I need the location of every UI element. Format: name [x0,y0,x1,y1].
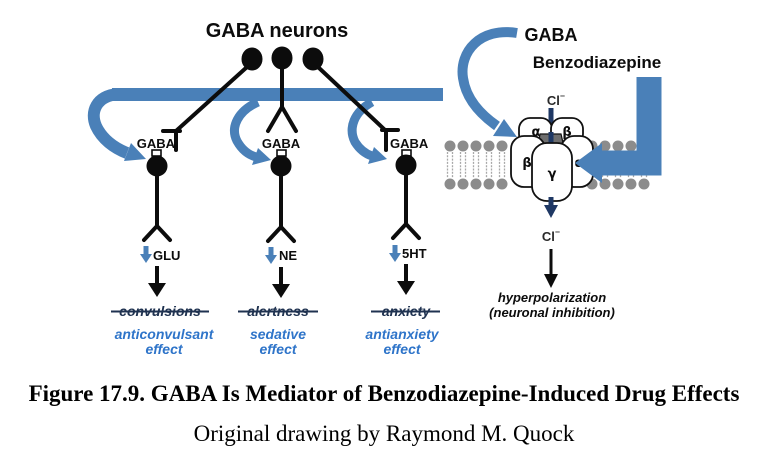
band-right-curl [347,98,375,161]
transmitter-label: 5HT [402,246,427,261]
cl-superscript: ⁻ [555,229,560,240]
synapse-column-2: GABA NE alertness sedative effect [238,136,318,357]
cl-bottom-label: Cl⁻ [542,229,560,244]
lipid-head-icon [470,140,482,152]
synapse-label: GABA [137,136,176,151]
result-arrowhead-icon [544,274,558,288]
lipid-bilayer-left [444,140,508,190]
cl-base: Cl [542,229,555,244]
effect-arrowhead-icon [272,284,290,298]
drug-effect-line2: effect [145,341,183,357]
axon-3 [316,65,387,132]
subunit-beta-top-label: β [562,125,571,140]
lipid-head-icon [470,178,482,190]
effect-arrowhead-icon [148,283,166,297]
lipid-head-icon [599,178,611,190]
axons [161,65,400,152]
band-left-curl [87,88,130,159]
band-right-arrowhead-icon [368,147,387,164]
cl-top-label: Cl⁻ [547,93,565,108]
subunit-beta-left-label: β [522,156,531,171]
axon-2-branch-l [266,105,284,133]
lipid-head-icon [496,178,508,190]
postsynaptic-soma [146,155,168,177]
cl-base: Cl [547,93,560,108]
synapse-column-1: GABA GLU convulsions anticonvulsant effe… [111,136,215,357]
axon-1 [174,65,249,133]
decrease-arrowhead-icon [140,254,152,263]
receptor-square-icon [276,149,287,157]
lipid-head-icon [625,140,637,152]
lipid-head-icon [457,140,469,152]
caption-credit: Original drawing by Raymond M. Quock [193,421,575,446]
gaba-neuron-somas [241,46,324,71]
transmitter-label: GLU [153,248,180,263]
drug-effect-line1: antianxiety [365,326,439,342]
cl-superscript: ⁻ [560,93,565,104]
result-line1: hyperpolarization [498,290,606,305]
decrease-arrowhead-icon [389,253,401,262]
result-line2: (neuronal inhibition) [489,305,615,320]
terminal-branch-l [142,224,159,242]
band-mid-curl [230,97,261,162]
transmitter-label: NE [279,248,297,263]
soma-2 [271,46,293,70]
gaba-inhibition-band [87,88,443,165]
benzodiazepine-label: Benzodiazepine [533,53,661,72]
band-rect [112,88,443,101]
soma-1 [241,47,263,71]
terminal-branch-l [391,222,408,240]
drug-effect-line2: effect [259,341,297,357]
lipid-head-icon [496,140,508,152]
lipid-head-icon [612,178,624,190]
lipid-head-icon [444,178,456,190]
subunit-gamma-label: γ [548,167,557,182]
decrease-arrowhead-icon [265,255,277,264]
figure-caption: Figure 17.9. GABA Is Mediator of Benzodi… [0,382,768,445]
diagram-title: GABA neurons [206,20,349,42]
effect-arrowhead-icon [397,281,415,295]
gaba-arrowhead-icon [493,119,517,137]
terminal-branch-r [279,225,296,243]
drug-effect-line2: effect [383,341,421,357]
axon-2-branch-r [280,105,298,133]
lipid-head-icon [483,140,495,152]
cl-out-arrowhead-icon [544,205,558,218]
drug-effect-line1: sedative [250,326,306,342]
terminal-branch-r [155,224,172,242]
receptor-square-icon [151,149,162,157]
gaba-label: GABA [525,25,578,45]
subunit-alpha-top-label: α [532,125,541,140]
synapse-column-3: GABA 5HT anxiety antianxiety effect [365,136,440,357]
lipid-head-icon [444,140,456,152]
lipid-head-icon [483,178,495,190]
benzodiazepine-arrowhead-icon [575,143,602,183]
lipid-head-icon [457,178,469,190]
terminal-branch-r [404,222,421,240]
soma-3 [302,47,324,71]
benzodiazepine-arrow [602,77,662,176]
receptor-panel: GABA Benzodiazepine Cl⁻ α β β γ α Cl⁻ [444,25,662,320]
synapse-label: GABA [262,136,301,151]
gaba-diagram: GABA neurons GABA GLU convulsions antic [87,20,662,357]
band-left-arrowhead-icon [124,143,146,161]
lipid-head-icon [638,178,650,190]
band-mid-arrowhead-icon [252,148,271,165]
lipid-head-icon [612,140,624,152]
lipid-head-icon [599,140,611,152]
terminal-branch-l [266,225,283,243]
gaba-arrow [457,27,518,131]
caption-title: Figure 17.9. GABA Is Mediator of Benzodi… [28,381,740,406]
postsynaptic-soma [395,154,417,176]
postsynaptic-soma [270,155,292,177]
synapse-label: GABA [390,136,429,151]
drug-effect-line1: anticonvulsant [115,326,215,342]
lipid-head-icon [625,178,637,190]
